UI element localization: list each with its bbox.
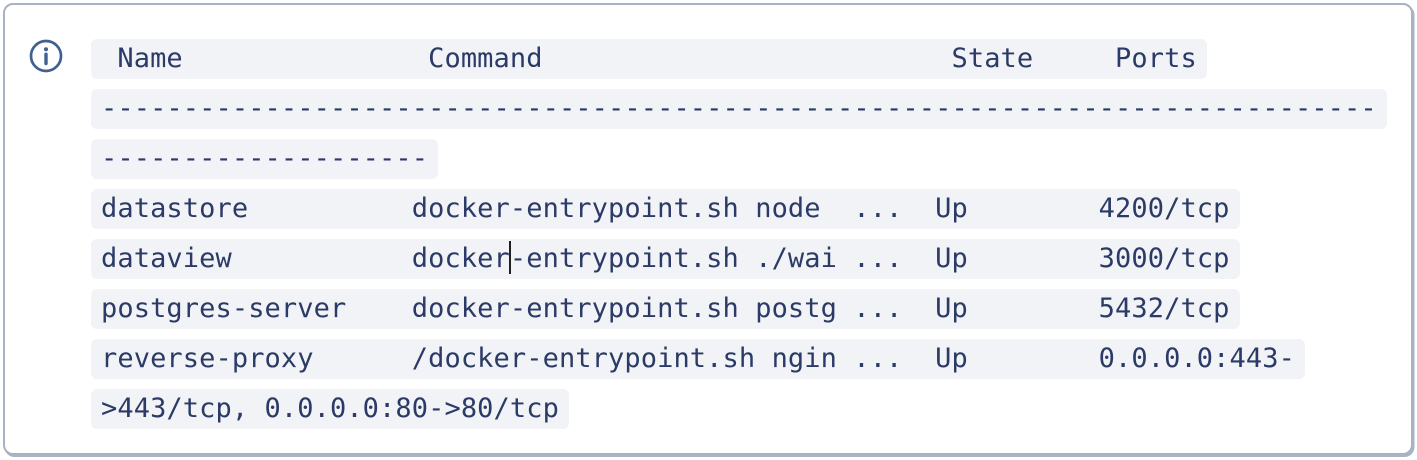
terminal-output: Name Command State Ports ----------------… [91,39,1401,429]
info-callout: Name Command State Ports ----------------… [3,3,1413,455]
row-postgres-server: postgres-server docker-entrypoint.sh pos… [91,289,1240,329]
info-icon-svg [29,39,63,73]
info-icon [28,38,64,74]
text-cursor [508,241,511,274]
header-line: Name Command State Ports [91,39,1207,79]
separator-line-2: -------------------- [91,139,439,179]
row-datastore: datastore docker-entrypoint.sh node ... … [91,189,1240,229]
row-dataview: dataview docker-entrypoint.sh ./wai ... … [91,239,1240,279]
row-reverse-proxy: reverse-proxy /docker-entrypoint.sh ngin… [91,339,1305,379]
separator-line-1: ----------------------------------------… [91,89,1387,129]
row-reverse-proxy-wrap: >443/tcp, 0.0.0.0:80->80/tcp [91,389,569,429]
